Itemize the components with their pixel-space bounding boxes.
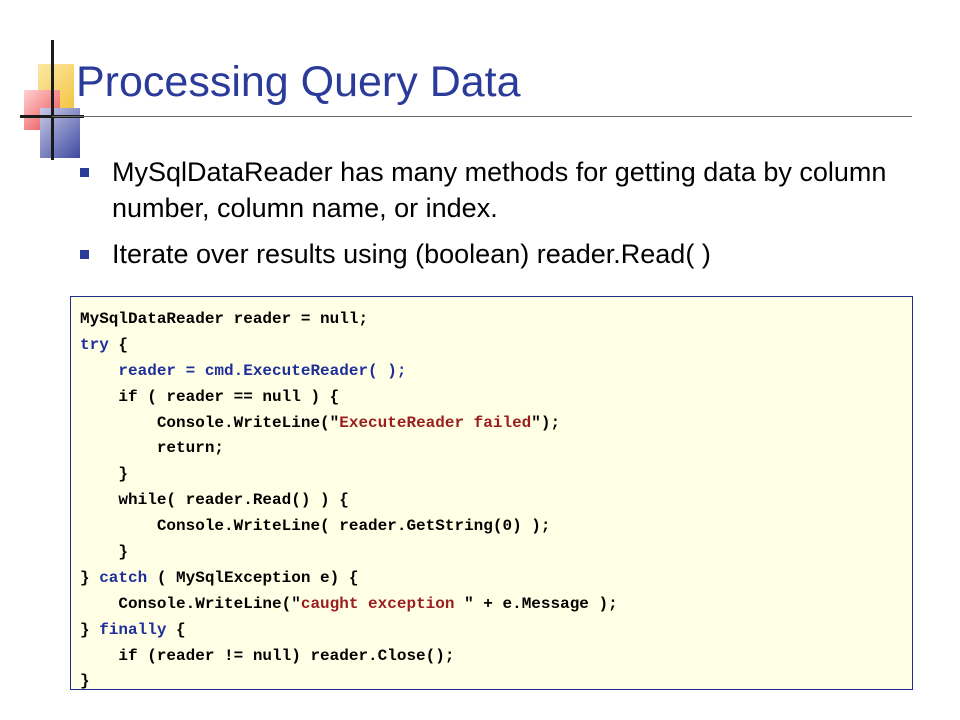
code-text: } bbox=[80, 465, 129, 484]
code-text: "); bbox=[531, 413, 561, 432]
code-line: Console.WriteLine( reader.GetString(0) )… bbox=[80, 514, 912, 540]
code-string: ExecuteReader failed bbox=[339, 413, 532, 432]
code-line: } bbox=[80, 669, 912, 695]
code-text: } bbox=[80, 543, 129, 562]
code-keyword: finally bbox=[99, 620, 167, 639]
code-text: if (reader != null) reader.Close(); bbox=[80, 646, 455, 665]
code-line: } finally { bbox=[80, 618, 912, 644]
code-line: if ( reader == null ) { bbox=[80, 385, 912, 411]
code-text: ( MySqlException e) { bbox=[147, 568, 359, 587]
bullet-text: Iterate over results using (boolean) rea… bbox=[112, 239, 711, 269]
code-line: Console.WriteLine("ExecuteReader failed"… bbox=[80, 411, 912, 437]
code-text: MySqlDataReader reader = null; bbox=[80, 310, 369, 328]
code-text: " + e.Message ); bbox=[464, 594, 618, 613]
square-bullet-icon bbox=[80, 168, 89, 177]
code-text: Console.WriteLine(" bbox=[80, 413, 340, 432]
slide-title: Processing Query Data bbox=[76, 58, 521, 106]
bullet-item: MySqlDataReader has many methods for get… bbox=[78, 154, 908, 226]
code-text: { bbox=[166, 620, 186, 639]
code-line: return; bbox=[80, 436, 912, 462]
code-keyword: try bbox=[80, 335, 109, 354]
bullet-text: MySqlDataReader has many methods for get… bbox=[112, 157, 887, 223]
code-line: } bbox=[80, 462, 912, 488]
code-line: try { bbox=[80, 333, 912, 359]
code-line: Console.WriteLine("caught exception " + … bbox=[80, 592, 912, 618]
code-text: while( reader.Read() ) { bbox=[80, 491, 349, 510]
code-text: { bbox=[108, 335, 129, 354]
bullet-item: Iterate over results using (boolean) rea… bbox=[78, 236, 908, 272]
code-keyword: catch bbox=[99, 568, 148, 587]
code-line: while( reader.Read() ) { bbox=[80, 488, 912, 514]
code-string: caught exception bbox=[300, 594, 465, 613]
code-block: MySqlDataReader reader = null; try { read… bbox=[70, 296, 913, 690]
code-line: if (reader != null) reader.Close(); bbox=[80, 644, 912, 670]
code-text: } bbox=[80, 568, 100, 587]
code-line: MySqlDataReader reader = null; bbox=[80, 307, 912, 333]
bullet-list: MySqlDataReader has many methods for get… bbox=[78, 154, 908, 282]
logo-vertical-line bbox=[51, 40, 54, 160]
code-text: } bbox=[80, 620, 100, 639]
title-divider bbox=[52, 116, 912, 117]
code-text: } bbox=[80, 672, 90, 691]
code-text: Console.WriteLine( reader.GetString(0) )… bbox=[80, 517, 551, 536]
code-text: Console.WriteLine(" bbox=[80, 594, 301, 613]
code-line: } catch ( MySqlException e) { bbox=[80, 566, 912, 592]
code-text: if ( reader == null ) { bbox=[80, 387, 340, 406]
code-keyword: reader = cmd.ExecuteReader( ); bbox=[80, 361, 407, 380]
slide-corner-logo-icon bbox=[0, 0, 100, 170]
code-line: } bbox=[80, 540, 912, 566]
square-bullet-icon bbox=[80, 250, 89, 259]
code-text: return; bbox=[80, 439, 225, 458]
code-line: reader = cmd.ExecuteReader( ); bbox=[80, 359, 912, 385]
